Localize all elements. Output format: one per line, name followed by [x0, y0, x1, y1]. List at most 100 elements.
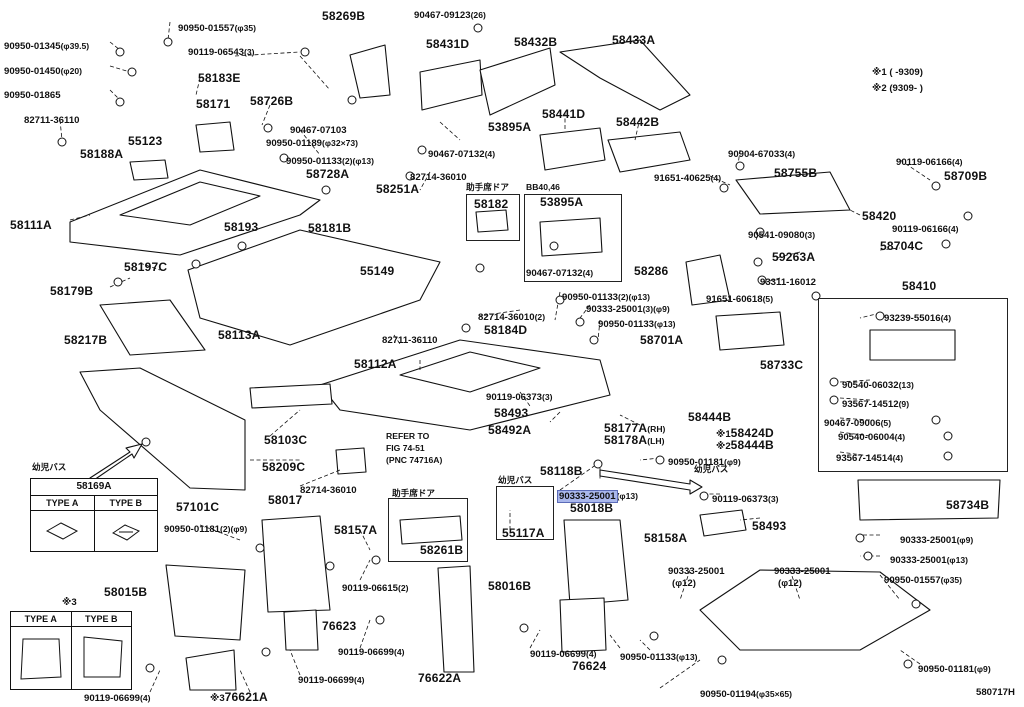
part-label[interactable]: 58755B	[774, 165, 817, 181]
part-number[interactable]: 58178A	[604, 433, 648, 447]
part-number[interactable]: 76622A	[418, 671, 462, 685]
part-number[interactable]: 58704C	[880, 239, 924, 253]
part-label[interactable]: 90950-01181(φ9)	[668, 453, 741, 469]
part-number[interactable]: 90119-06699	[298, 675, 355, 686]
part-label[interactable]: 58113A	[218, 327, 261, 343]
part-label[interactable]: 57101C	[176, 499, 219, 515]
part-number[interactable]: 90119-06543	[188, 47, 245, 58]
part-label[interactable]: 90467-07103	[290, 121, 347, 137]
part-label[interactable]: 58197C	[124, 259, 167, 275]
part-label[interactable]: 82714-36010	[410, 168, 467, 184]
part-number[interactable]: 53895A	[540, 195, 584, 209]
part-label[interactable]: 58181B	[308, 220, 351, 236]
part-number[interactable]: 93239-55016	[884, 313, 941, 324]
part-label[interactable]: 58016B	[488, 578, 531, 594]
part-number[interactable]: 93567-14514	[836, 453, 893, 464]
part-label[interactable]: 58420	[862, 208, 896, 224]
part-label[interactable]: 93567-14512(9)	[842, 395, 909, 411]
part-label[interactable]: 58217B	[64, 332, 107, 348]
part-number[interactable]: 82711-36110	[24, 115, 80, 126]
part-number[interactable]: 90950-01557	[884, 575, 941, 586]
part-label[interactable]: 53895A	[488, 119, 531, 135]
part-label[interactable]: 58493	[752, 518, 786, 534]
part-label[interactable]: 59263A	[772, 249, 815, 265]
part-label[interactable]: 90333-25001(φ13)	[890, 551, 968, 567]
part-label[interactable]: 58184D	[484, 322, 527, 338]
part-number[interactable]: 58444B	[730, 438, 774, 452]
part-label[interactable]: 90119-06373(3)	[712, 490, 779, 506]
part-number[interactable]: 58442B	[616, 115, 660, 129]
part-label[interactable]: 58182	[474, 196, 508, 212]
part-label[interactable]: 58734B	[946, 497, 989, 513]
part-number[interactable]: 58184D	[484, 323, 528, 337]
part-label[interactable]: 93239-55016(4)	[884, 309, 951, 325]
part-label[interactable]: 55117A	[502, 525, 545, 541]
part-number[interactable]: 82714-36010	[410, 172, 467, 183]
part-label[interactable]: ※258444B	[716, 437, 774, 453]
part-number[interactable]: 58183E	[198, 71, 241, 85]
part-number[interactable]: 90119-06373	[712, 494, 769, 505]
part-label[interactable]: 82711-36110	[24, 111, 80, 127]
part-number[interactable]: 58118B	[540, 464, 583, 478]
part-label[interactable]: 90333-25001(φ13)	[557, 487, 638, 503]
part-number[interactable]: 90119-06166	[896, 157, 953, 168]
part-label[interactable]: 58709B	[944, 168, 987, 184]
part-number[interactable]: 58709B	[944, 169, 988, 183]
part-number[interactable]: 58410	[902, 279, 937, 293]
part-label[interactable]: 58444B	[688, 409, 731, 425]
part-number[interactable]: 90119-06615	[342, 583, 399, 594]
part-number[interactable]: 58171	[196, 97, 231, 111]
part-number[interactable]: 58177A	[604, 421, 648, 435]
part-number[interactable]: 90950-01194	[700, 689, 757, 700]
part-label[interactable]: 58432B	[514, 34, 557, 50]
part-label[interactable]: (φ12)	[672, 574, 696, 590]
part-number[interactable]: 55117A	[502, 526, 545, 540]
part-label[interactable]: 90333-25001(3)(φ9)	[586, 300, 670, 316]
part-number[interactable]: 58103C	[264, 433, 308, 447]
part-label[interactable]: 58433A	[612, 32, 655, 48]
part-number[interactable]: 58217B	[64, 333, 108, 347]
part-number[interactable]: 90333-25001	[900, 535, 957, 546]
part-number[interactable]: 58179B	[50, 284, 94, 298]
part-label[interactable]: 90541-09080(3)	[748, 226, 815, 242]
part-number[interactable]: 58113A	[218, 328, 261, 342]
part-label[interactable]: 82711-36110	[382, 331, 438, 347]
part-number[interactable]: 90119-06699	[84, 693, 141, 704]
part-label[interactable]: 58018B	[570, 500, 613, 516]
part-number[interactable]: 90950-01133	[562, 292, 619, 303]
part-label[interactable]: 58158A	[644, 530, 687, 546]
part-label[interactable]: 90950-01133(2)(φ13)	[562, 288, 650, 304]
part-number[interactable]: 93311-16012	[760, 277, 817, 288]
part-label[interactable]: 58733C	[760, 357, 803, 373]
part-number[interactable]: 82714-36010	[478, 312, 535, 323]
part-number[interactable]: 90467-09123	[414, 10, 471, 21]
part-number[interactable]: 58433A	[612, 33, 656, 47]
part-number[interactable]: 82711-36110	[382, 335, 438, 346]
part-number[interactable]: 90950-01133	[620, 652, 677, 663]
part-number[interactable]: 90333-25001	[774, 566, 831, 577]
part-label[interactable]: 90467-07132(4)	[526, 264, 593, 280]
part-number[interactable]: 58728A	[306, 167, 350, 181]
part-label[interactable]: 76623	[322, 618, 356, 634]
part-number[interactable]: 90333-25001	[557, 490, 618, 503]
part-number[interactable]: 90467-09006	[824, 418, 881, 429]
part-label[interactable]: 55123	[128, 133, 162, 149]
part-label[interactable]: 90119-06699(4)	[298, 671, 365, 687]
part-number[interactable]: (φ12)	[778, 578, 802, 589]
part-number[interactable]: 90540-06004	[838, 432, 895, 443]
part-number[interactable]: 58188A	[80, 147, 124, 161]
part-number[interactable]: 76621A	[224, 690, 268, 704]
part-number[interactable]: 90950-01557	[178, 23, 235, 34]
part-label[interactable]: 58103C	[264, 432, 307, 448]
part-label[interactable]: 90119-06699(4)	[530, 645, 597, 661]
part-number[interactable]: 90950-01189	[266, 138, 323, 149]
part-label[interactable]: 90119-06373(3)	[486, 388, 553, 404]
part-number[interactable]: 90467-07103	[290, 125, 347, 136]
part-number[interactable]: 58493	[494, 406, 529, 420]
part-number[interactable]: 93567-14512	[842, 399, 899, 410]
part-number[interactable]: 90467-07132	[526, 268, 583, 279]
part-label[interactable]: 58441D	[542, 106, 585, 122]
part-label[interactable]: 90950-01865	[4, 86, 61, 102]
part-number[interactable]: 91651-60618	[706, 294, 763, 305]
part-number[interactable]: 58726B	[250, 94, 294, 108]
